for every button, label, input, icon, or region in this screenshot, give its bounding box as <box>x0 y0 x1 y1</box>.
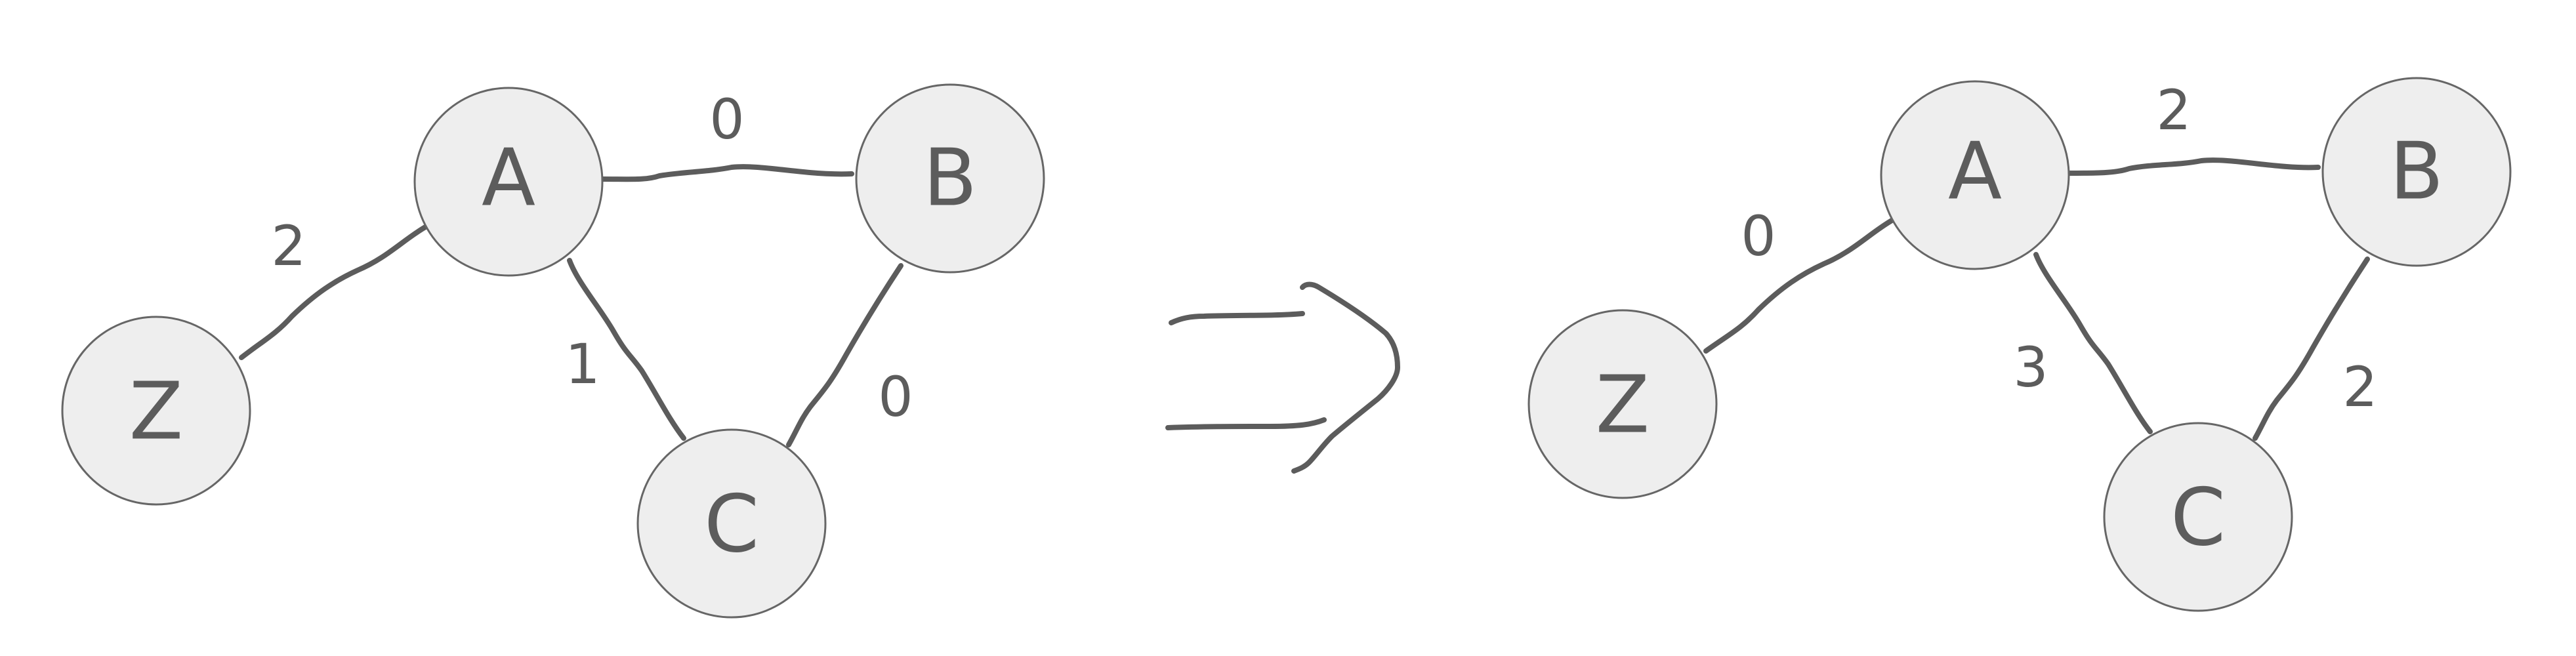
node-c-label: C <box>704 480 759 571</box>
weight-a-b: 2 <box>2156 78 2191 142</box>
graph-after: A B C Z 2 0 3 2 <box>1527 77 2512 612</box>
edge-a-b <box>2066 157 2321 176</box>
edge-b-c <box>786 263 904 447</box>
node-a-label: A <box>1948 127 2002 218</box>
node-a: A <box>1880 80 2070 270</box>
node-c-label: C <box>2171 473 2226 564</box>
node-z: Z <box>61 316 251 506</box>
node-b: B <box>2321 77 2512 267</box>
edge-a-c <box>2033 252 2153 434</box>
transform-arrow-icon <box>1165 281 1400 474</box>
node-c: C <box>2103 422 2293 612</box>
node-z-label: Z <box>1596 360 1650 451</box>
node-z-label: Z <box>129 367 183 458</box>
edge-z-a <box>1703 217 1896 354</box>
graph-before: A B C Z 0 2 1 0 <box>61 83 1045 619</box>
edge-b-c <box>2253 256 2370 441</box>
weight-z-a: 0 <box>1741 204 1776 268</box>
weight-a-b: 0 <box>709 87 744 152</box>
node-z: Z <box>1527 309 1718 499</box>
node-c: C <box>636 428 827 619</box>
weight-z-a: 2 <box>271 214 306 278</box>
node-b: B <box>855 83 1045 274</box>
node-b-label: B <box>2390 127 2443 218</box>
edge-a-b <box>600 164 854 182</box>
node-b-label: B <box>923 133 977 224</box>
edge-a-c <box>567 258 686 441</box>
weight-a-c: 3 <box>2013 335 2048 400</box>
weight-b-c: 2 <box>2342 355 2377 419</box>
node-a-label: A <box>482 133 535 224</box>
weight-a-c: 1 <box>565 332 600 396</box>
edge-z-a <box>239 224 429 360</box>
node-a: A <box>413 87 604 277</box>
weight-b-c: 0 <box>878 365 913 429</box>
